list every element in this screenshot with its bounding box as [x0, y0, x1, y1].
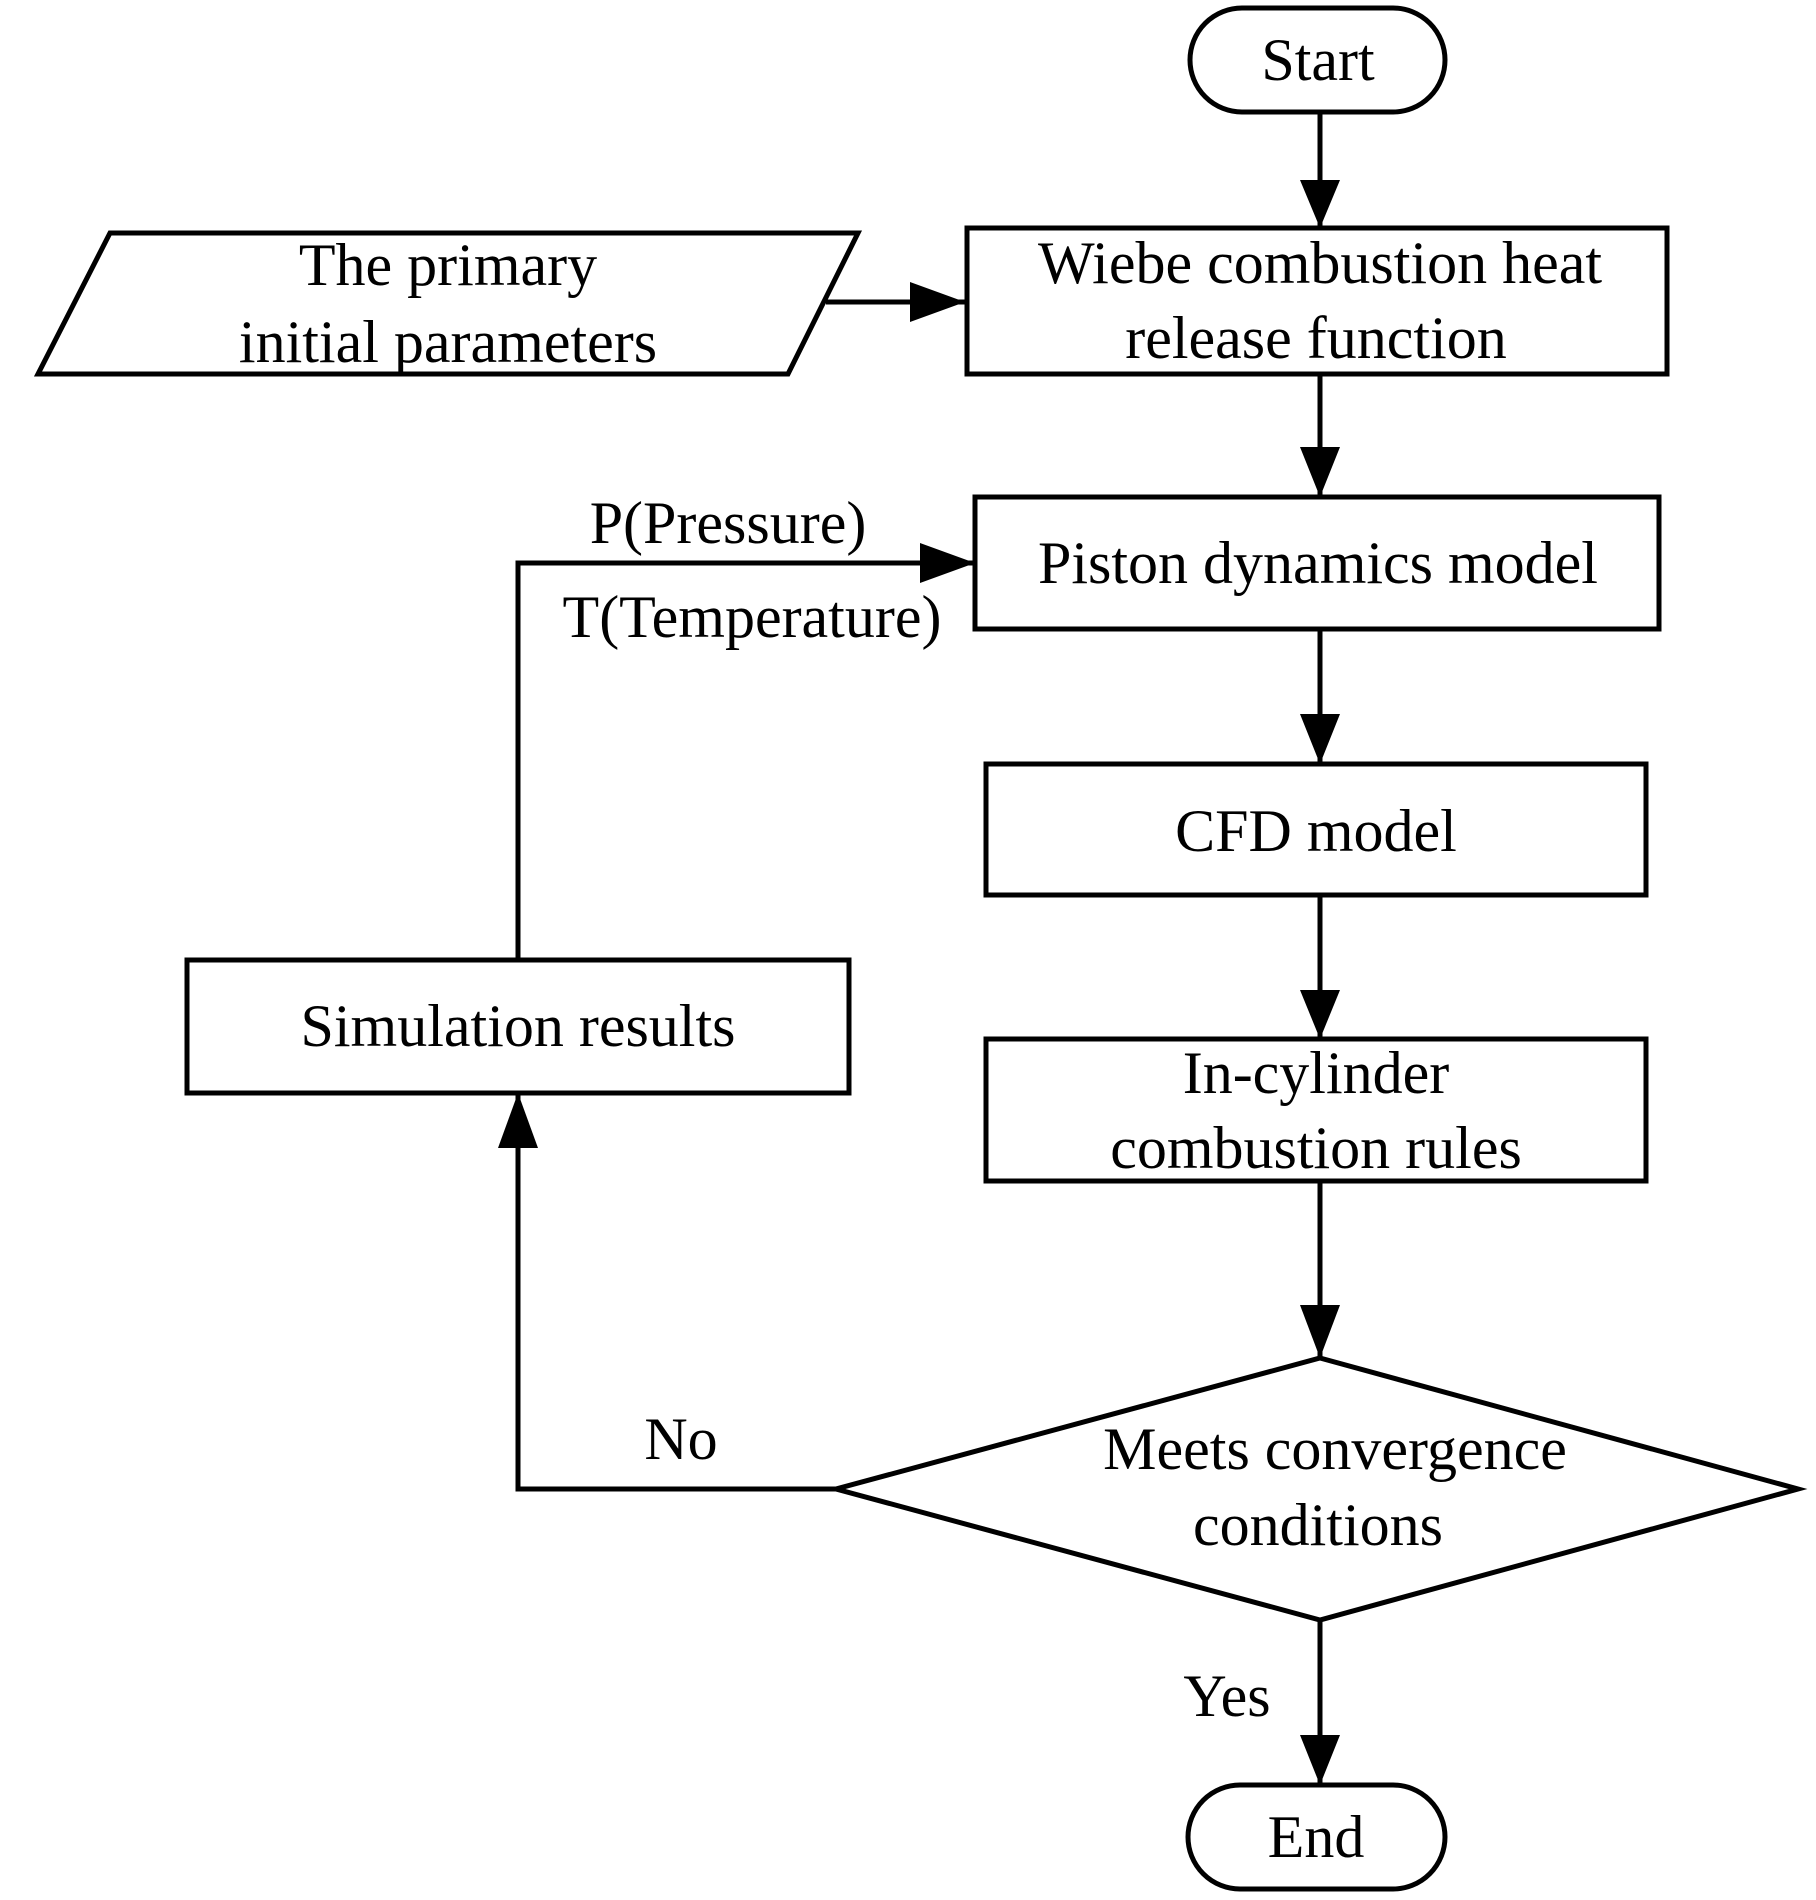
edge-label-no: No — [644, 1406, 717, 1472]
results-label: Simulation results — [301, 993, 736, 1059]
edge-label-temperature: T(Temperature) — [563, 584, 942, 650]
arrowhead — [910, 282, 965, 322]
piston-box — [972, 494, 1662, 632]
node-piston: Piston dynamics model — [972, 494, 1662, 632]
wiebe-label-line2: release function — [1125, 305, 1506, 371]
start-label: Start — [1261, 27, 1375, 93]
arrowhead — [920, 543, 975, 583]
node-cfd: CFD model — [983, 761, 1649, 898]
cfd-box — [983, 761, 1649, 898]
node-start: Start — [1187, 5, 1448, 115]
start-terminator — [1187, 5, 1448, 115]
arrow-results-to-piston — [515, 560, 975, 960]
params-parallelogram — [33, 230, 863, 377]
end-label: End — [1268, 1804, 1365, 1870]
arrowhead — [1300, 180, 1340, 228]
incyl-label-line2: combustion rules — [1110, 1115, 1522, 1181]
edge-label-pressure: P(Pressure) — [590, 490, 867, 556]
converge-label-line1: Meets convergence — [1103, 1416, 1567, 1482]
converge-diamond — [826, 1355, 1808, 1623]
wiebe-label-line1: Wiebe combustion heat — [1038, 230, 1602, 296]
params-label-line1: The primary — [299, 232, 597, 298]
node-incyl: In-cylinder combustion rules — [983, 1036, 1649, 1184]
connectors — [498, 112, 1340, 1785]
arrowhead — [1300, 714, 1340, 764]
node-converge: Meets convergence conditions — [826, 1355, 1808, 1623]
end-terminator — [1185, 1782, 1448, 1892]
node-wiebe: Wiebe combustion heat release function — [964, 225, 1670, 377]
cfd-label: CFD model — [1175, 798, 1457, 864]
incyl-box — [983, 1036, 1649, 1184]
wiebe-box — [964, 225, 1670, 377]
incyl-label-line1: In-cylinder — [1183, 1040, 1450, 1106]
piston-label: Piston dynamics model — [1038, 530, 1598, 596]
arrow-no-to-results — [515, 1093, 836, 1492]
node-results: Simulation results — [184, 957, 852, 1096]
arrowhead — [1300, 1735, 1340, 1785]
node-params: The primary initial parameters — [33, 230, 863, 377]
arrowhead — [1300, 1305, 1340, 1358]
edge-label-yes: Yes — [1183, 1663, 1270, 1729]
arrowhead — [498, 1093, 538, 1148]
node-end: End — [1185, 1782, 1448, 1892]
arrowhead — [1300, 447, 1340, 497]
results-box — [184, 957, 852, 1096]
converge-label-line2: conditions — [1193, 1492, 1443, 1558]
arrowhead — [1300, 990, 1340, 1039]
params-label-line2: initial parameters — [239, 309, 657, 375]
